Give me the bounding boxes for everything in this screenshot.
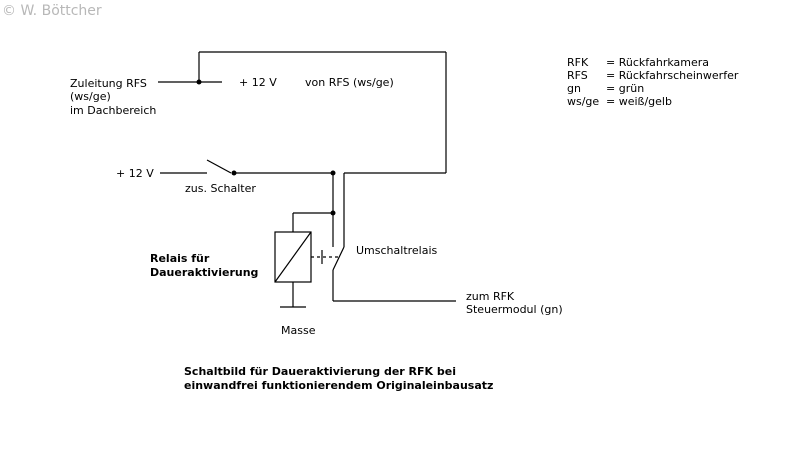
legend-abbr: RFS [567,69,588,82]
from-rfs-label: von RFS (ws/ge) [305,76,394,89]
switch-lever [206,159,232,174]
relay-coil-diagonal [274,231,312,283]
plus12-left-label: + 12 V [116,167,154,180]
changeover-arm [332,246,345,271]
relay-title-line2: Daueraktivierung [150,266,258,279]
junction-dot-feed [196,79,202,85]
to-rfk-label: zum RFK [466,290,515,303]
legend-abbr: ws/ge [567,95,599,108]
switch-label: zus. Schalter [185,182,256,195]
legend-meaning: = grün [606,82,644,95]
feed-line-label: Zuleitung RFS [70,77,147,90]
feed-color-label: (ws/ge) [70,90,111,103]
junction-dot-coil [330,210,336,216]
junction-dot-switch [231,170,237,176]
plus12-top-label: + 12 V [239,76,277,89]
caption-line1: Schaltbild für Daueraktivierung der RFK … [184,365,456,378]
legend-meaning: = Rückfahrkamera [606,56,709,69]
control-module-label: Steuermodul (gn) [466,303,563,316]
legend-abbr: gn [567,82,581,95]
ground-label: Masse [281,324,316,337]
legend-abbr: RFK [567,56,589,69]
legend-meaning: = Rückfahrscheinwerfer [606,69,739,82]
relay-title-line1: Relais für [150,252,210,265]
caption-line2: einwandfrei funktionierendem Originalein… [184,379,493,392]
changeover-relay-label: Umschaltrelais [356,244,438,257]
watermark: © W. Böttcher [2,3,102,19]
junction-dot-upper [330,170,336,176]
feed-location-label: im Dachbereich [70,104,156,117]
legend: RFK = Rückfahrkamera RFS = Rückfahrschei… [567,56,739,108]
legend-meaning: = weiß/gelb [606,95,672,108]
